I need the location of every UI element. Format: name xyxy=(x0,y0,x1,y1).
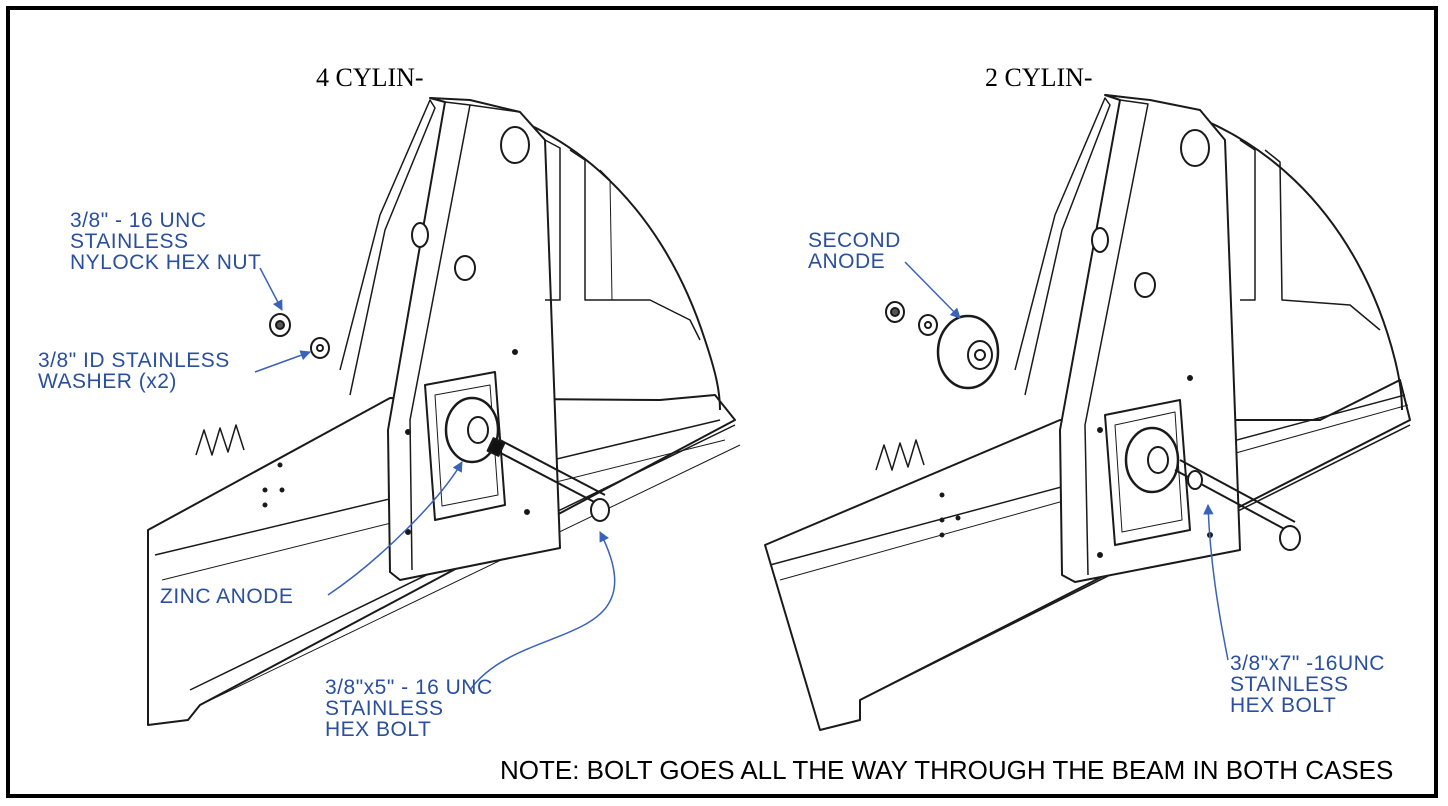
left-assembly xyxy=(147,97,741,726)
right-bolt-label: 3/8"x7" -16UNC STAINLESS HEX BOLT xyxy=(1230,652,1385,717)
right-assembly xyxy=(764,94,1411,731)
second-anode-label: SECOND ANODE xyxy=(808,229,901,273)
nut-label: 3/8" - 16 UNC STAINLESS NYLOCK HEX NUT xyxy=(70,209,262,274)
right-plate xyxy=(1059,94,1241,583)
left-view-title: 4 CYLIN- xyxy=(316,63,424,92)
zinc-anode-label: ZINC ANODE xyxy=(160,585,294,608)
left-bolt-label: 3/8"x5" - 16 UNC STAINLESS HEX BOLT xyxy=(325,676,493,741)
right-leaders xyxy=(904,261,1229,661)
left-leaders xyxy=(254,267,616,691)
left-bolt xyxy=(494,439,606,506)
footnote: NOTE: BOLT GOES ALL THE WAY THROUGH THE … xyxy=(500,755,1394,785)
washer-label: 3/8" ID STAINLESS WASHER (x2) xyxy=(38,349,230,393)
right-view-title: 2 CYLIN- xyxy=(985,63,1093,92)
